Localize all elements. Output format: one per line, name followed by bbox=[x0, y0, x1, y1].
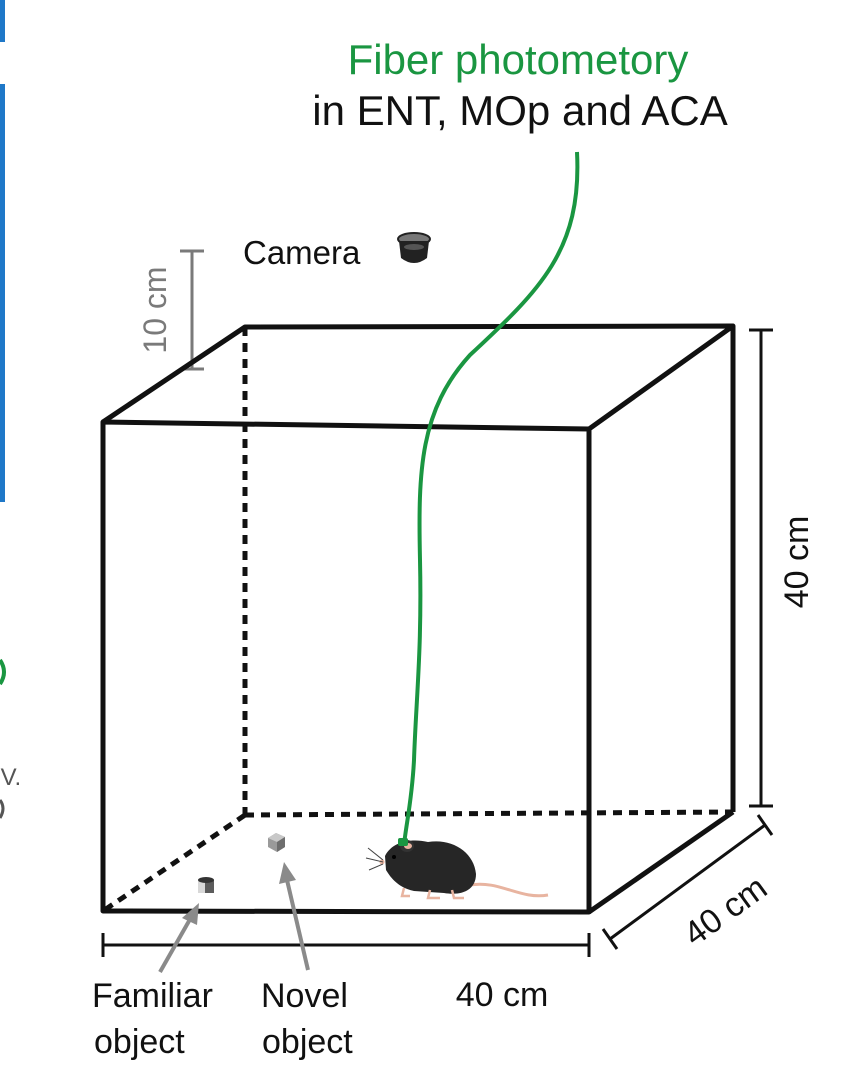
depth-label: 40 cm bbox=[677, 869, 774, 954]
fiber-optic-cable bbox=[402, 151, 580, 846]
title-line2: in ENT, MOp and ACA bbox=[312, 87, 728, 134]
left-blue-bar bbox=[0, 84, 5, 502]
box-hidden-edges bbox=[101, 327, 734, 914]
camera-height-scale-bar bbox=[180, 249, 204, 371]
left-blue-bar-top bbox=[0, 0, 5, 42]
title-line1: Fiber photometory bbox=[348, 36, 689, 83]
familiar-object-label-2: object bbox=[94, 1023, 185, 1061]
familiar-object-icon bbox=[198, 877, 214, 893]
left-green-fragment bbox=[0, 658, 6, 686]
width-label: 40 cm bbox=[456, 976, 549, 1014]
width-scale-bar bbox=[101, 933, 591, 957]
object-arrows bbox=[158, 862, 310, 973]
camera-label: Camera bbox=[243, 234, 361, 271]
box-solid-edges bbox=[100, 323, 736, 915]
height-label: 40 cm bbox=[778, 516, 816, 609]
novel-object-icon bbox=[268, 833, 285, 852]
camera-icon bbox=[397, 232, 431, 263]
left-gray-fragment bbox=[0, 799, 5, 819]
camera-height-label: 10 cm bbox=[137, 266, 173, 353]
depth-scale-bar bbox=[601, 814, 774, 950]
novel-object-label-2: object bbox=[262, 1023, 353, 1061]
height-scale-bar bbox=[749, 328, 773, 808]
familiar-object-label-1: Familiar bbox=[92, 977, 213, 1015]
left-text-fragment: IV. bbox=[0, 764, 21, 791]
novel-object-label-1: Novel bbox=[261, 977, 348, 1015]
mouse-icon bbox=[365, 838, 549, 900]
